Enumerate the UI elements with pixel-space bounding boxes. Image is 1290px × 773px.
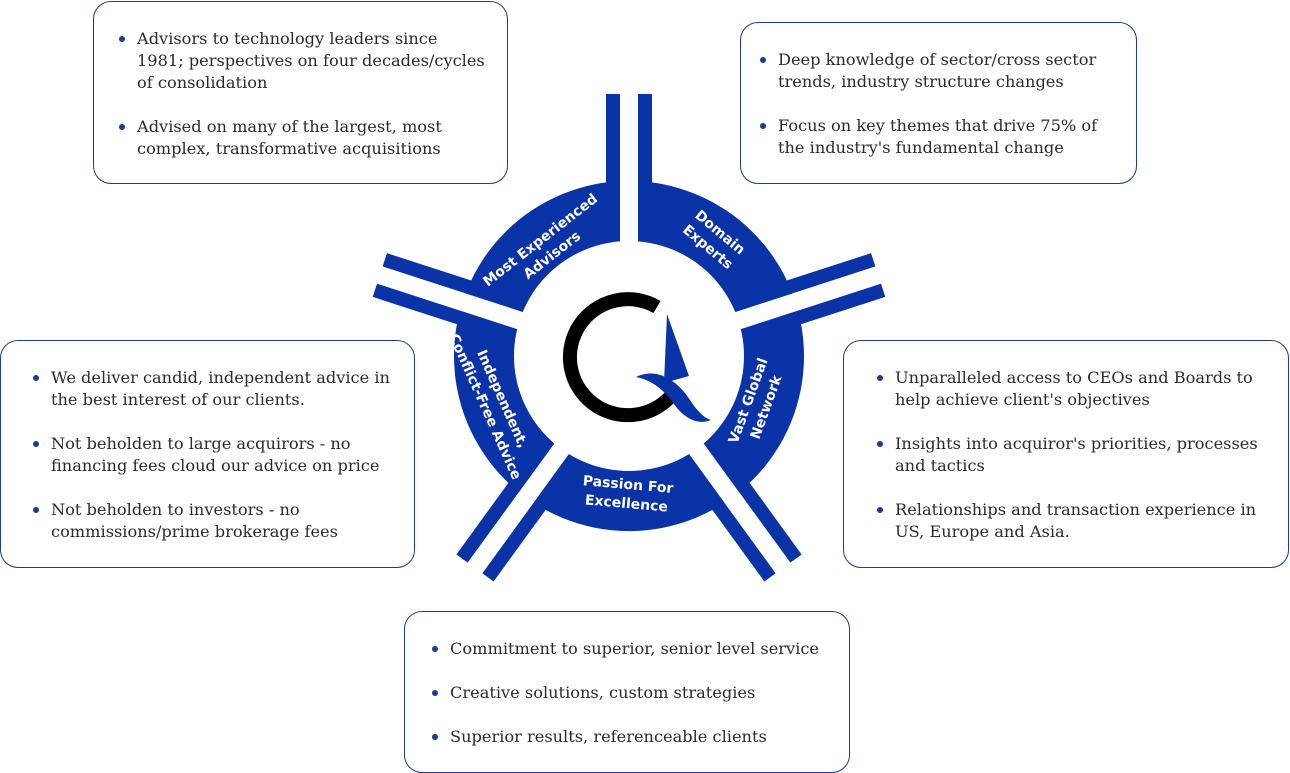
ring [453, 180, 805, 532]
bullet-list: Deep knowledge of sector/cross sector tr… [760, 49, 1116, 159]
bullet-item: Deep knowledge of sector/cross sector tr… [760, 49, 1116, 93]
ring-band [453, 180, 805, 532]
spoke-upper-left-gap [373, 265, 526, 330]
bullet-item: Focus on key themes that drive 75% of th… [760, 115, 1116, 159]
bullet-item: We deliver candid, independent advice in… [33, 367, 396, 411]
bullet-item: Not beholden to large acquirors - no fin… [33, 433, 396, 477]
spoke-lower-right-gap [687, 441, 793, 577]
bullet-item: Superior results, referenceable clients [432, 726, 831, 748]
spoke-lower-left-gap [465, 441, 571, 577]
bullet-item: Advisors to technology leaders since 198… [119, 28, 487, 94]
bullet-item: Commitment to superior, senior level ser… [432, 638, 831, 660]
spoke-upper-right-bar [783, 283, 886, 329]
spokes [372, 90, 886, 582]
card-passion-for-excellence: Commitment to superior, senior level ser… [404, 611, 850, 773]
spoke-upper-left-bar [372, 283, 475, 329]
bullet-item: Relationships and transaction experience… [877, 499, 1270, 543]
bullet-item: Not beholden to investors - no commissio… [33, 499, 396, 543]
bullet-item: Unparalleled access to CEOs and Boards t… [877, 367, 1270, 411]
bullet-list: Unparalleled access to CEOs and Boards t… [877, 367, 1270, 543]
bullet-item: Advised on many of the largest, most com… [119, 116, 487, 160]
card-domain-experts: Deep knowledge of sector/cross sector tr… [740, 22, 1137, 184]
q-logo [562, 292, 711, 423]
spoke-lower-right-bar [730, 471, 802, 563]
card-most-experienced-advisors: Advisors to technology leaders since 198… [93, 1, 508, 184]
bullet-list: Commitment to superior, senior level ser… [432, 638, 831, 748]
spoke-lower-right-bar [704, 490, 776, 582]
q-logo-swoosh [636, 373, 711, 422]
spoke-lower-left-bar [456, 471, 528, 563]
bullet-item: Insights into acquiror's priorities, pro… [877, 433, 1270, 477]
spoke-upper-right-bar [774, 253, 876, 298]
spoke-lower-left-bar [482, 490, 554, 582]
card-independent-advice: We deliver candid, independent advice in… [0, 340, 415, 568]
card-vast-global-network: Unparalleled access to CEOs and Boards t… [843, 340, 1289, 568]
bullet-list: We deliver candid, independent advice in… [33, 367, 396, 543]
bullet-list: Advisors to technology leaders since 198… [119, 28, 487, 160]
spoke-upper-left-bar [382, 253, 484, 298]
q-logo-tail [664, 314, 689, 383]
segment-label-passion-for-excellence: Passion ForExcellence [580, 473, 674, 516]
bullet-item: Creative solutions, custom strategies [432, 682, 831, 704]
spoke-upper-right-gap [732, 265, 885, 330]
segment-label-line: Passion For [582, 473, 674, 497]
segment-label-line: Excellence [584, 492, 668, 515]
q-logo-ring [562, 292, 677, 423]
